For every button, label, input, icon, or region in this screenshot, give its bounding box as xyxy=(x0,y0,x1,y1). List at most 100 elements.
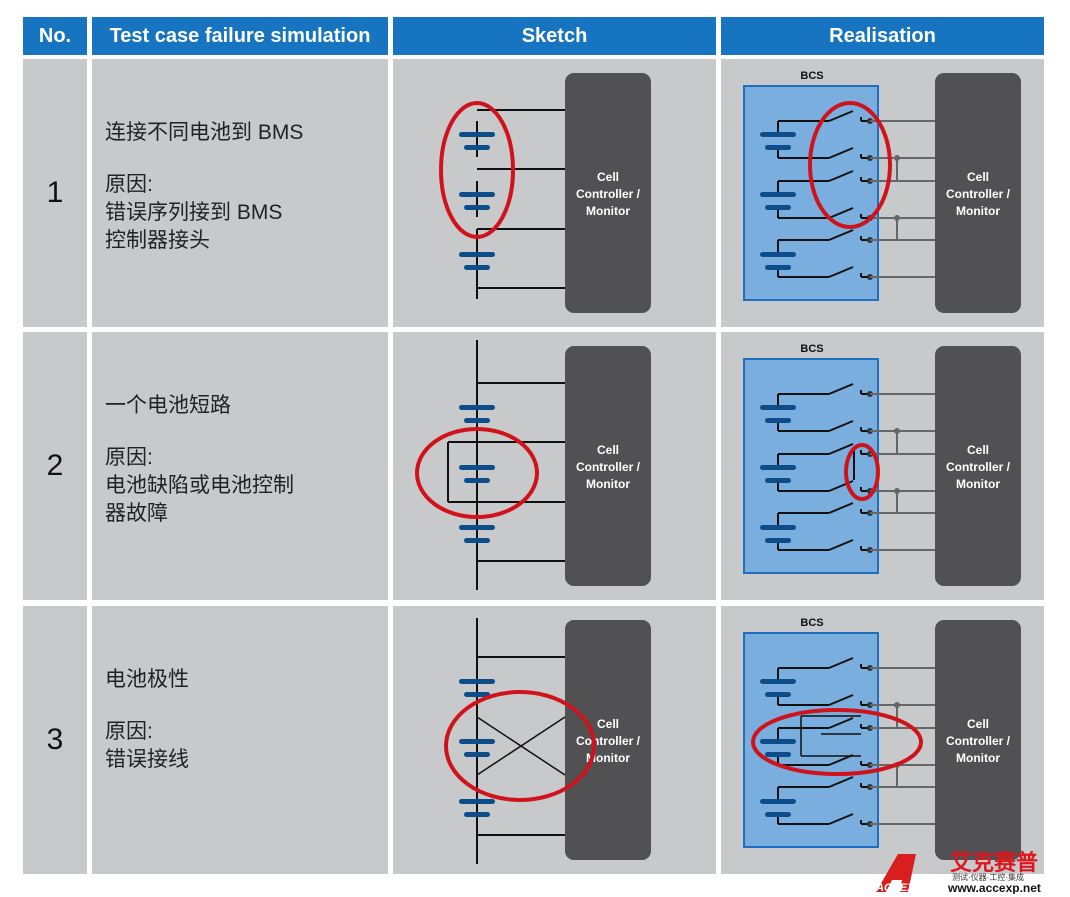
battery-plate-long xyxy=(459,739,495,744)
monitor-label: Monitor xyxy=(956,477,1000,491)
switch-blade xyxy=(828,717,854,729)
battery-plate-short xyxy=(464,418,490,423)
switch-blade xyxy=(828,694,854,706)
monitor-label: Cell xyxy=(967,717,989,731)
watermark-url: www.accexp.net xyxy=(947,881,1041,894)
monitor-label: Controller / xyxy=(576,460,641,474)
cause-label: 原因: xyxy=(105,446,153,469)
battery-plate-long xyxy=(459,405,495,410)
battery-plate-long xyxy=(760,799,796,804)
switch-blade xyxy=(828,539,854,551)
battery-plate-short xyxy=(765,145,791,150)
watermark-brand: 艾克赛普 xyxy=(950,850,1038,875)
monitor-label: Monitor xyxy=(956,204,1000,218)
monitor-label: Monitor xyxy=(956,751,1000,765)
test-case-title: 连接不同电池到 BMS xyxy=(105,121,304,144)
fault-highlight-ellipse xyxy=(415,427,539,519)
cause-text: 错误接线 xyxy=(105,748,189,771)
battery-plate-short xyxy=(765,752,791,757)
test-case-title: 电池极性 xyxy=(105,668,189,691)
junction-dot xyxy=(894,215,900,221)
header-no: No. xyxy=(23,17,87,55)
cell-controller-monitor xyxy=(935,73,1021,313)
fault-highlight-ellipse xyxy=(808,101,892,229)
battery-plate-long xyxy=(459,525,495,530)
test-case-title: 一个电池短路 xyxy=(105,394,231,417)
monitor-label: Controller / xyxy=(576,187,641,201)
monitor-label: Cell xyxy=(967,443,989,457)
watermark-tagline: 测试·仪器·工控·集成 xyxy=(952,872,1024,882)
fault-highlight-ellipse xyxy=(844,443,880,501)
battery-plate-long xyxy=(459,799,495,804)
header-test-case: Test case failure simulation xyxy=(92,17,388,55)
switch-blade xyxy=(828,657,854,669)
battery-plate-short xyxy=(464,812,490,817)
row-number: 2 xyxy=(23,332,87,600)
cause-text: 电池缺陷或电池控制 xyxy=(105,474,294,497)
battery-plate-long xyxy=(459,679,495,684)
monitor-label: Cell xyxy=(597,443,619,457)
monitor-label: Controller / xyxy=(946,187,1011,201)
monitor-label: Monitor xyxy=(586,751,630,765)
cell-controller-monitor xyxy=(565,620,651,860)
test-case-description: 电池极性 原因: 错误接线 xyxy=(92,606,388,874)
junction-dot xyxy=(894,155,900,161)
battery-plate-short xyxy=(464,145,490,150)
switch-blade xyxy=(828,110,854,122)
switch-blade xyxy=(828,813,854,825)
bcs-label: BCS xyxy=(800,70,823,82)
battery-plate-long xyxy=(459,132,495,137)
row-number: 1 xyxy=(23,59,87,327)
battery-plate-long xyxy=(760,679,796,684)
battery-plate-short xyxy=(464,265,490,270)
monitor-label: Cell xyxy=(597,717,619,731)
battery-plate-short xyxy=(464,752,490,757)
battery-plate-short xyxy=(464,692,490,697)
fault-highlight-ellipse xyxy=(439,101,515,239)
battery-plate-short xyxy=(765,265,791,270)
junction-dot xyxy=(894,428,900,434)
battery-plate-long xyxy=(760,252,796,257)
switch-blade xyxy=(828,420,854,432)
battery-plate-long xyxy=(760,525,796,530)
bcs-label: BCS xyxy=(800,343,823,355)
switch-blade xyxy=(828,147,854,159)
cell-controller-monitor xyxy=(565,346,651,586)
battery-plate-long xyxy=(459,192,495,197)
junction-dot xyxy=(894,702,900,708)
fault-highlight-ellipse xyxy=(751,708,923,776)
bcs-label: BCS xyxy=(800,617,823,629)
header-realisation: Realisation xyxy=(721,17,1044,55)
switch-blade xyxy=(828,266,854,278)
battery-plate-long xyxy=(760,465,796,470)
battery-plate-long xyxy=(760,739,796,744)
battery-plate-short xyxy=(464,205,490,210)
battery-plate-short xyxy=(464,478,490,483)
header-sketch: Sketch xyxy=(393,17,716,55)
monitor-label: Controller / xyxy=(946,460,1011,474)
battery-plate-short xyxy=(765,205,791,210)
switch-blade xyxy=(828,443,854,455)
monitor-label: Cell xyxy=(967,170,989,184)
switch-blade xyxy=(828,502,854,514)
fault-highlight-ellipse xyxy=(444,690,596,802)
switch-blade xyxy=(828,170,854,182)
watermark-logo: ACCEXP 艾克赛普 测试·仪器·工控·集成 www.accexp.net xyxy=(868,848,1068,894)
junction-dot xyxy=(894,488,900,494)
monitor-label: Monitor xyxy=(586,477,630,491)
switch-blade xyxy=(828,207,854,219)
monitor-label: Monitor xyxy=(586,204,630,218)
switch-blade xyxy=(828,776,854,788)
battery-plate-long xyxy=(760,132,796,137)
battery-plate-short xyxy=(765,538,791,543)
battery-plate-short xyxy=(765,812,791,817)
